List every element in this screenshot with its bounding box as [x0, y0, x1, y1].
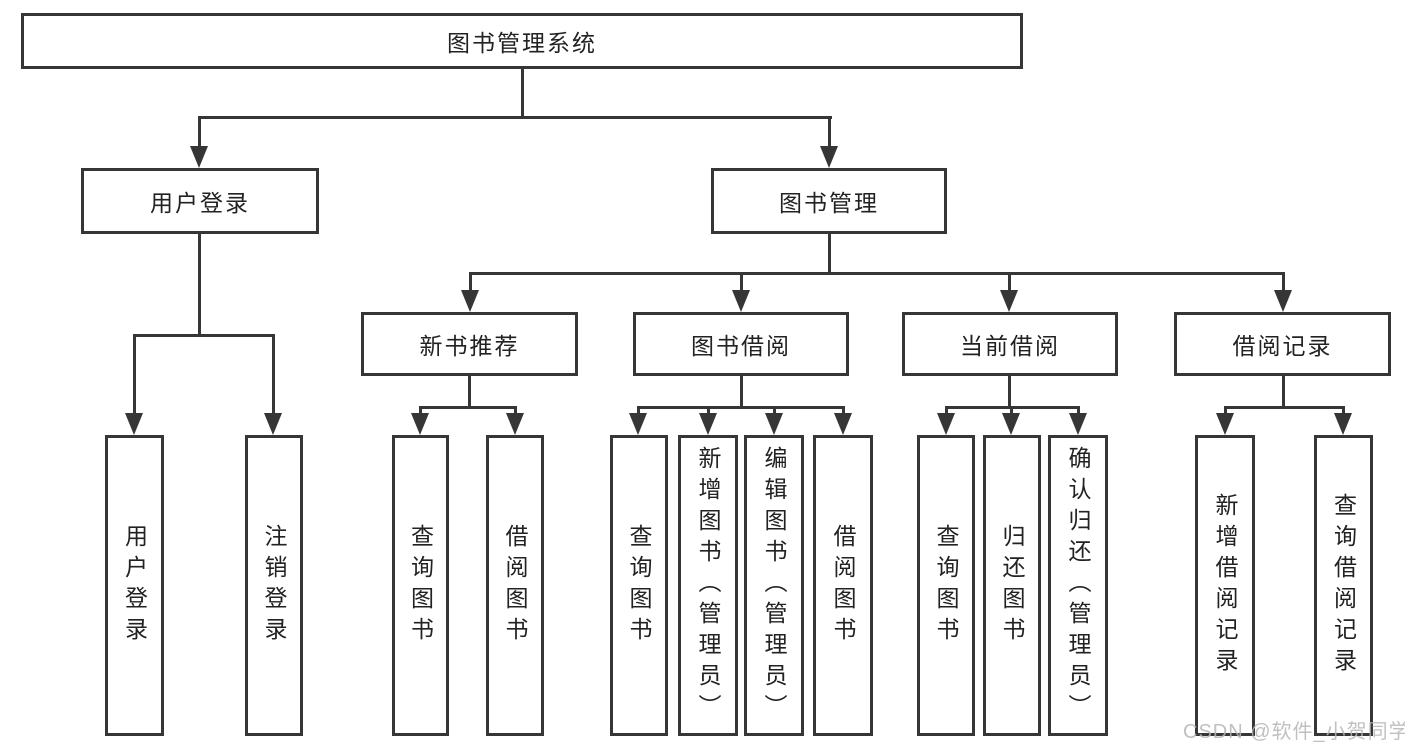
- connector-line: [469, 272, 1284, 275]
- node-current-borrow-label: 当前借阅: [960, 333, 1060, 359]
- node-book-borrow-label: 图书借阅: [691, 333, 791, 359]
- leaf-query-book-2-label: 查询图书: [626, 523, 652, 648]
- leaf-query-book-2: 查询图书: [610, 435, 668, 736]
- leaf-query-book-3-label: 查询图书: [933, 523, 959, 648]
- arrow-down-icon: [125, 413, 143, 435]
- node-new-book-recommend-label: 新书推荐: [419, 333, 520, 359]
- node-root: 图书管理系统: [21, 13, 1023, 69]
- arrow-down-icon: [1274, 290, 1292, 312]
- arrow-down-icon: [765, 413, 783, 435]
- leaf-borrow-book-1: 借阅图书: [486, 435, 544, 736]
- connector-line: [740, 376, 743, 408]
- connector-line: [469, 272, 472, 294]
- arrow-down-icon: [834, 413, 852, 435]
- arrow-down-icon: [629, 413, 647, 435]
- leaf-add-book-admin-label: 新增图书（管理员）: [695, 446, 721, 725]
- connector-line: [198, 116, 832, 119]
- node-new-book-recommend: 新书推荐: [361, 312, 578, 376]
- connector-line: [272, 334, 275, 416]
- arrow-down-icon: [732, 290, 750, 312]
- leaf-logout: 注销登录: [245, 435, 303, 736]
- arrow-down-icon: [1000, 290, 1018, 312]
- connector-line: [1010, 406, 1013, 417]
- leaf-edit-book-admin: 编辑图书（管理员）: [744, 435, 804, 736]
- leaf-query-book-3: 查询图书: [917, 435, 975, 736]
- leaf-logout-label: 注销登录: [261, 523, 287, 648]
- arrow-down-icon: [264, 413, 282, 435]
- connector-line: [828, 234, 831, 274]
- leaf-query-borrow-record-label: 查询借阅记录: [1330, 492, 1357, 679]
- arrow-down-icon: [937, 413, 955, 435]
- arrow-down-icon: [1069, 413, 1087, 435]
- leaf-borrow-book-2-label: 借阅图书: [830, 523, 856, 648]
- leaf-add-borrow-record-label: 新增借阅记录: [1212, 492, 1238, 679]
- arrow-down-icon: [699, 413, 717, 435]
- connector-line: [1282, 376, 1285, 408]
- connector-line: [945, 406, 948, 417]
- leaf-return-book: 归还图书: [983, 435, 1041, 736]
- node-user-login-label: 用户登录: [150, 190, 250, 216]
- node-user-login: 用户登录: [81, 168, 319, 234]
- arrow-down-icon: [461, 290, 479, 312]
- node-book-management-label: 图书管理: [779, 190, 879, 216]
- csdn-watermark: CSDN @软件_小贺同学: [1183, 721, 1405, 743]
- arrow-down-icon: [190, 146, 208, 168]
- leaf-query-book-1-label: 查询图书: [407, 523, 434, 648]
- node-borrow-record: 借阅记录: [1174, 312, 1391, 376]
- connector-line: [133, 334, 136, 416]
- leaf-borrow-book-2: 借阅图书: [813, 435, 873, 736]
- connector-line: [637, 406, 845, 409]
- arrow-down-icon: [506, 413, 524, 435]
- connector-line: [198, 116, 201, 150]
- leaf-confirm-return-admin-label: 确认归还（管理员）: [1065, 446, 1091, 725]
- connector-line: [707, 406, 710, 417]
- leaf-query-book-1: 查询图书: [392, 435, 449, 736]
- node-book-management: 图书管理: [711, 168, 947, 234]
- connector-line: [514, 406, 517, 417]
- leaf-add-book-admin: 新增图书（管理员）: [678, 435, 738, 736]
- connector-line: [842, 406, 845, 417]
- connector-line: [1224, 406, 1227, 417]
- connector-line: [133, 334, 275, 337]
- connector-line: [419, 406, 517, 409]
- arrow-down-icon: [411, 413, 429, 435]
- connector-line: [637, 406, 640, 417]
- connector-line: [419, 406, 422, 417]
- connector-line: [198, 234, 201, 335]
- connector-line: [1342, 406, 1345, 417]
- leaf-user-login: 用户登录: [105, 435, 164, 736]
- connector-line: [773, 406, 776, 417]
- connector-line: [468, 376, 471, 408]
- node-borrow-record-label: 借阅记录: [1232, 333, 1333, 359]
- node-root-label: 图书管理系统: [447, 30, 597, 56]
- connector-line: [828, 116, 831, 150]
- connector-line: [1282, 272, 1285, 294]
- arrow-down-icon: [1334, 413, 1352, 435]
- connector-line: [1008, 376, 1011, 408]
- connector-line: [521, 69, 524, 117]
- connector-line: [740, 272, 743, 294]
- connector-line: [1077, 406, 1080, 417]
- connector-line: [1008, 272, 1011, 294]
- leaf-edit-book-admin-label: 编辑图书（管理员）: [761, 446, 787, 725]
- leaf-return-book-label: 归还图书: [999, 523, 1025, 648]
- arrow-down-icon: [820, 146, 838, 168]
- arrow-down-icon: [1002, 413, 1020, 435]
- connector-line: [1224, 406, 1345, 409]
- leaf-add-borrow-record: 新增借阅记录: [1195, 435, 1255, 736]
- leaf-borrow-book-1-label: 借阅图书: [502, 523, 528, 648]
- leaf-confirm-return-admin: 确认归还（管理员）: [1048, 435, 1108, 736]
- node-book-borrow: 图书借阅: [633, 312, 849, 376]
- leaf-query-borrow-record: 查询借阅记录: [1314, 435, 1373, 736]
- node-current-borrow: 当前借阅: [902, 312, 1118, 376]
- leaf-user-login-label: 用户登录: [121, 523, 148, 648]
- arrow-down-icon: [1216, 413, 1234, 435]
